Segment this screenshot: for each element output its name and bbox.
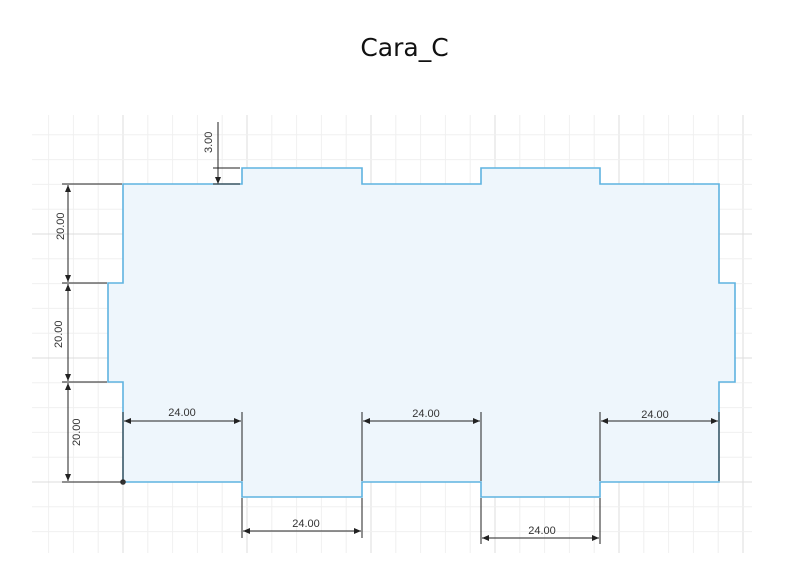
dimension-left-bottom[interactable] bbox=[65, 383, 71, 481]
dimension-label-notch-middle: 24.00 bbox=[412, 408, 440, 420]
dimension-tab-bottom-left[interactable] bbox=[241, 498, 363, 538]
origin-point[interactable] bbox=[120, 479, 126, 485]
dimension-label-tab-height: 3.00 bbox=[203, 132, 215, 153]
dimension-label-notch-left: 24.00 bbox=[168, 407, 196, 419]
dimension-left-top[interactable] bbox=[65, 185, 71, 282]
dimension-tab-height[interactable] bbox=[213, 122, 240, 185]
dimension-label-left-bottom: 20.00 bbox=[71, 418, 83, 446]
dimension-tab-bottom-right[interactable] bbox=[480, 498, 601, 544]
dimension-label-tab-bottom-left: 24.00 bbox=[292, 518, 320, 530]
dimension-label-notch-right: 24.00 bbox=[641, 409, 669, 421]
dimension-left-extensions bbox=[62, 183, 122, 483]
page-title: Cara_C bbox=[360, 33, 449, 62]
dimension-label-tab-bottom-right: 24.00 bbox=[528, 525, 556, 537]
profile-outline[interactable] bbox=[107, 167, 736, 498]
dimension-notch-left[interactable] bbox=[122, 412, 243, 481]
dimension-left-middle[interactable] bbox=[65, 284, 71, 381]
dimension-notch-middle[interactable] bbox=[361, 412, 482, 481]
dimension-label-left-top: 20.00 bbox=[55, 212, 67, 240]
dimension-notch-right[interactable] bbox=[599, 412, 720, 481]
dimension-label-left-middle: 20.00 bbox=[53, 320, 65, 348]
